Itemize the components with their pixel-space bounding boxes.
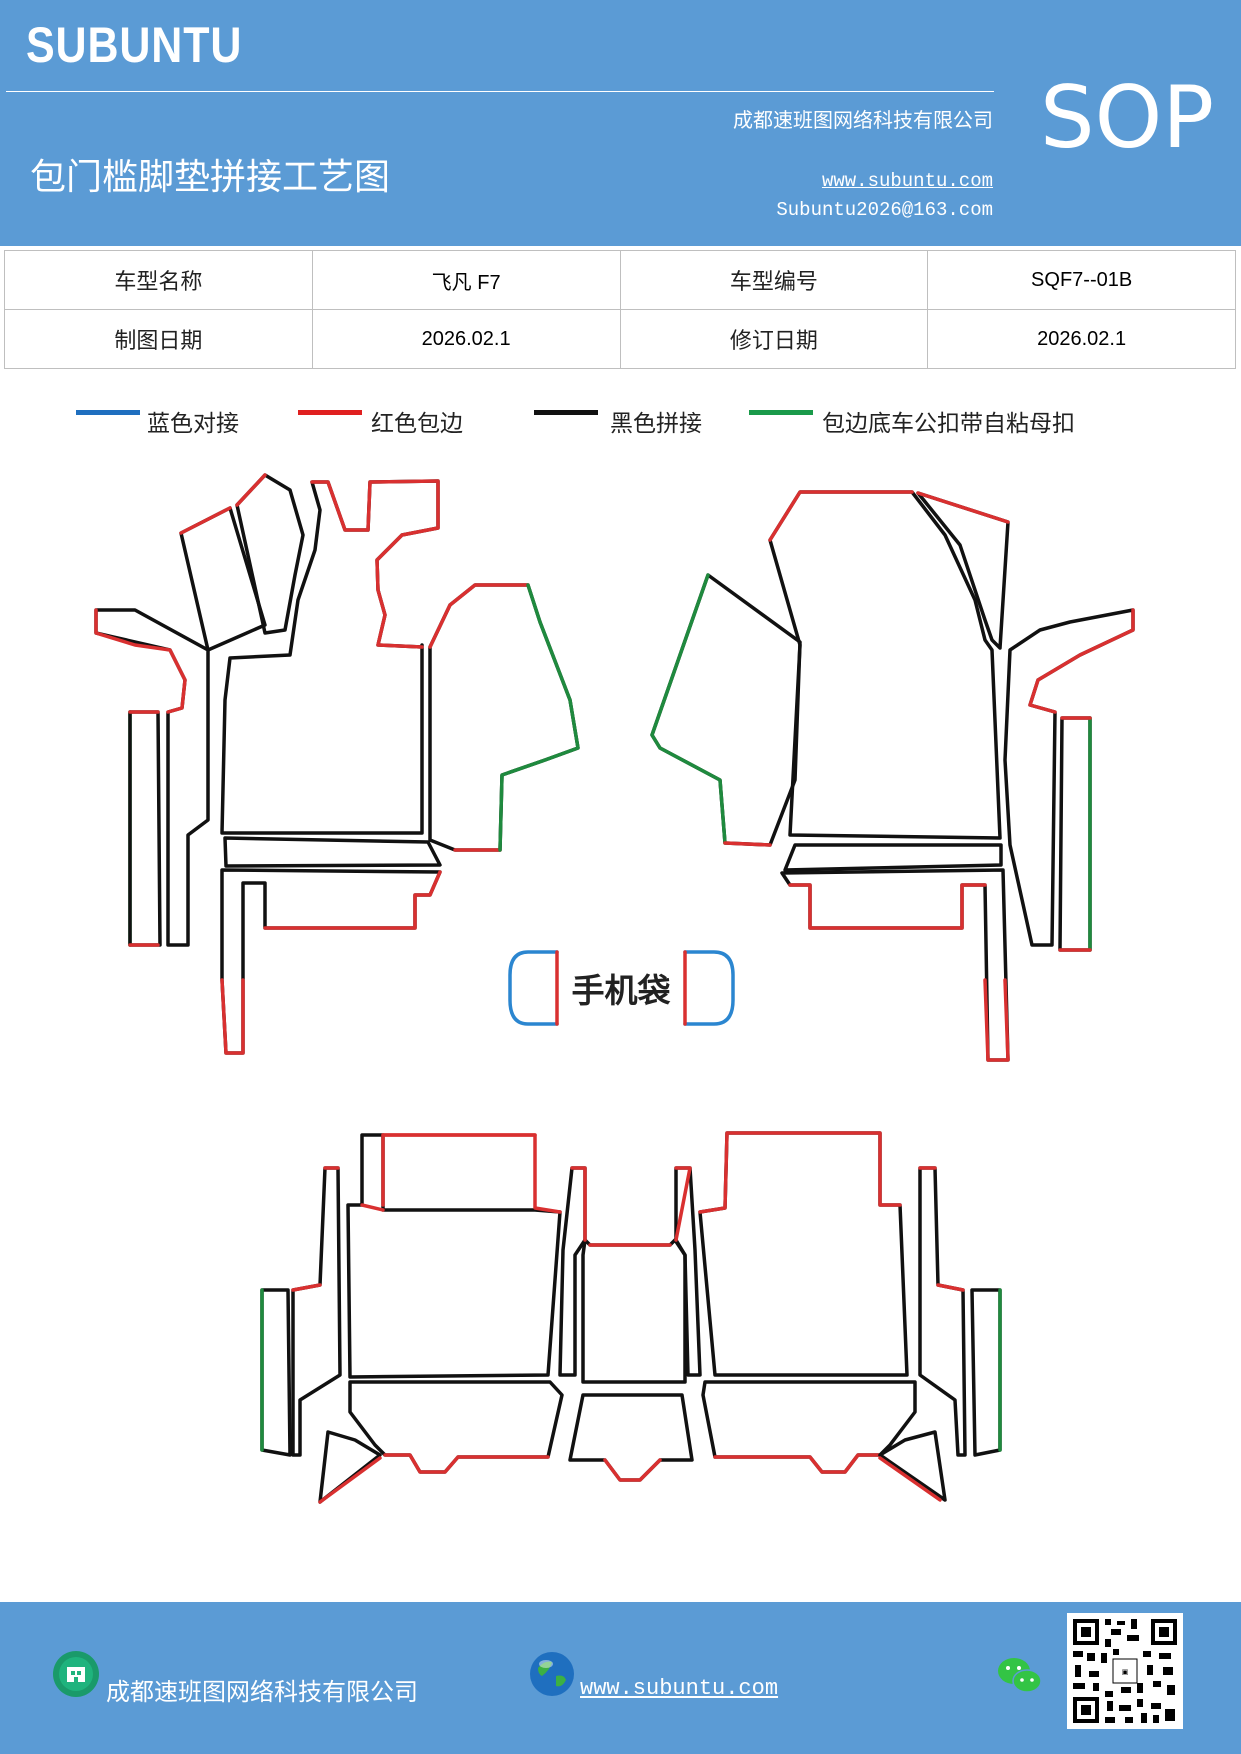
rear-center-bottom-red <box>603 1458 662 1482</box>
rear-right-corner <box>878 1430 947 1502</box>
page-title: 包门槛脚垫拼接工艺图 <box>30 157 391 198</box>
fl-door-red <box>428 583 530 852</box>
fl-main-red <box>310 479 440 649</box>
phone-pocket-group: 手机袋 <box>508 950 735 1026</box>
header-divider <box>6 91 994 92</box>
legend-label-red: 红色包边 <box>371 411 463 437</box>
fl-side-strip-red <box>128 710 160 947</box>
front-left-mat-group <box>94 473 580 1055</box>
rear-left-corner <box>318 1430 382 1504</box>
fl-side-piece <box>94 608 210 947</box>
qr-code[interactable]: ▣ <box>1067 1613 1183 1729</box>
fr-side-red <box>1028 608 1135 714</box>
company-icon <box>53 1651 99 1697</box>
fr-door-piece <box>650 573 802 847</box>
fr-door-red <box>723 841 772 847</box>
legend-label-blue: 蓝色对接 <box>147 411 239 437</box>
label-model-code: 车型编号 <box>619 250 929 310</box>
rear-mat-group <box>260 1131 1002 1504</box>
table-row: 车型名称 飞凡 F7 车型编号 SQF7--01B <box>4 250 1236 310</box>
legend-swatch-green <box>749 410 813 415</box>
fr-door-green <box>650 573 727 845</box>
fl-upper-piece <box>235 473 305 635</box>
brand-logo: SUBUNTU <box>26 17 243 73</box>
sop-badge: SOP <box>1040 68 1215 168</box>
fr-bottom-piece <box>780 868 1010 1062</box>
fr-side-strip <box>1058 716 1092 952</box>
legend: 蓝色对接 红色包边 黑色拼接 包边底车公扣带自粘母扣 <box>0 404 1241 440</box>
phone-pocket-label: 手机袋 <box>572 971 671 1010</box>
rear-right-strip <box>970 1288 1002 1457</box>
rear-left-seat-red <box>360 1133 562 1214</box>
rear-right-bottom-red <box>713 1453 882 1474</box>
value-model-name: 飞凡 F7 <box>311 250 621 310</box>
rear-center-piece <box>581 1238 687 1384</box>
rear-right-seat-red <box>698 1131 902 1214</box>
rear-center-right-red <box>674 1166 692 1242</box>
fr-bottom-red <box>788 883 1010 1062</box>
legend-label-green: 包边底车公扣带自粘母扣 <box>822 411 1075 437</box>
header-email: Subuntu2026@163.com <box>776 199 993 221</box>
rear-left-seat-piece <box>346 1133 562 1379</box>
label-revision-date: 修订日期 <box>619 309 929 369</box>
rear-right-corner-red <box>878 1456 942 1502</box>
front-right-mat-group <box>650 490 1135 1062</box>
value-model-code: SQF7--01B <box>927 250 1236 310</box>
rear-right-side-red <box>918 1166 965 1292</box>
rear-left-bottom-red <box>383 1453 550 1474</box>
table-row: 制图日期 2026.02.1 修订日期 2026.02.1 <box>4 309 1236 369</box>
fl-bottom-piece <box>220 868 442 1055</box>
rear-center-right-strip <box>674 1166 702 1377</box>
rear-left-strip <box>260 1288 292 1457</box>
footer-company: 成都速班图网络科技有限公司 <box>106 1678 418 1706</box>
label-model-name: 车型名称 <box>4 250 313 310</box>
header-banner: SUBUNTU 成都速班图网络科技有限公司 包门槛脚垫拼接工艺图 www.sub… <box>0 0 1241 246</box>
vehicle-info-table: 车型名称 飞凡 F7 车型编号 SQF7--01B 制图日期 2026.02.1… <box>4 250 1236 369</box>
rear-left-side-red <box>291 1166 340 1292</box>
value-revision-date: 2026.02.1 <box>927 309 1236 369</box>
fl-door-green <box>498 583 580 852</box>
fr-upper-red <box>916 491 1010 524</box>
fl-edge-red <box>179 506 232 535</box>
footer-banner: 成都速班图网络科技有限公司 www.subuntu.com ▣ <box>0 1602 1241 1754</box>
fr-bar <box>783 843 1003 872</box>
rear-left-top-red <box>381 1133 537 1207</box>
fr-side-strip-red <box>1058 716 1092 952</box>
fl-bottom-red <box>220 870 442 1055</box>
legend-swatch-blue <box>76 410 140 415</box>
floor-mat-diagram: 手机袋 <box>94 473 1135 1504</box>
pocket-right-blue <box>683 950 735 1026</box>
value-drawing-date: 2026.02.1 <box>311 309 621 369</box>
fl-bar <box>223 836 442 868</box>
fl-door-piece <box>428 583 580 852</box>
header-website-link[interactable]: www.subuntu.com <box>821 170 993 192</box>
header-company: 成都速班图网络科技有限公司 <box>733 108 993 132</box>
rear-right-seat-piece <box>698 1131 909 1377</box>
legend-label-black: 黑色拼接 <box>610 411 702 437</box>
fl-upper-red <box>235 473 267 507</box>
rear-center-bottom <box>568 1393 694 1482</box>
fr-main-red <box>768 490 914 542</box>
legend-swatch-black <box>534 410 598 415</box>
rear-right-side <box>918 1166 967 1457</box>
label-drawing-date: 制图日期 <box>4 309 313 369</box>
wechat-icon[interactable] <box>996 1654 1044 1698</box>
fr-main-piece <box>768 490 1002 840</box>
svg-text:▣: ▣ <box>1122 1668 1129 1676</box>
globe-icon <box>530 1652 574 1696</box>
footer-website-link[interactable]: www.subuntu.com <box>580 1676 779 1701</box>
rear-left-corner-red <box>318 1456 382 1504</box>
fl-side-red <box>94 608 187 714</box>
rear-left-side <box>291 1166 342 1457</box>
fl-side-strip <box>128 710 162 947</box>
rear-center-left-red <box>570 1166 587 1242</box>
legend-swatch-red <box>298 410 362 415</box>
pocket-left-blue <box>508 950 559 1026</box>
